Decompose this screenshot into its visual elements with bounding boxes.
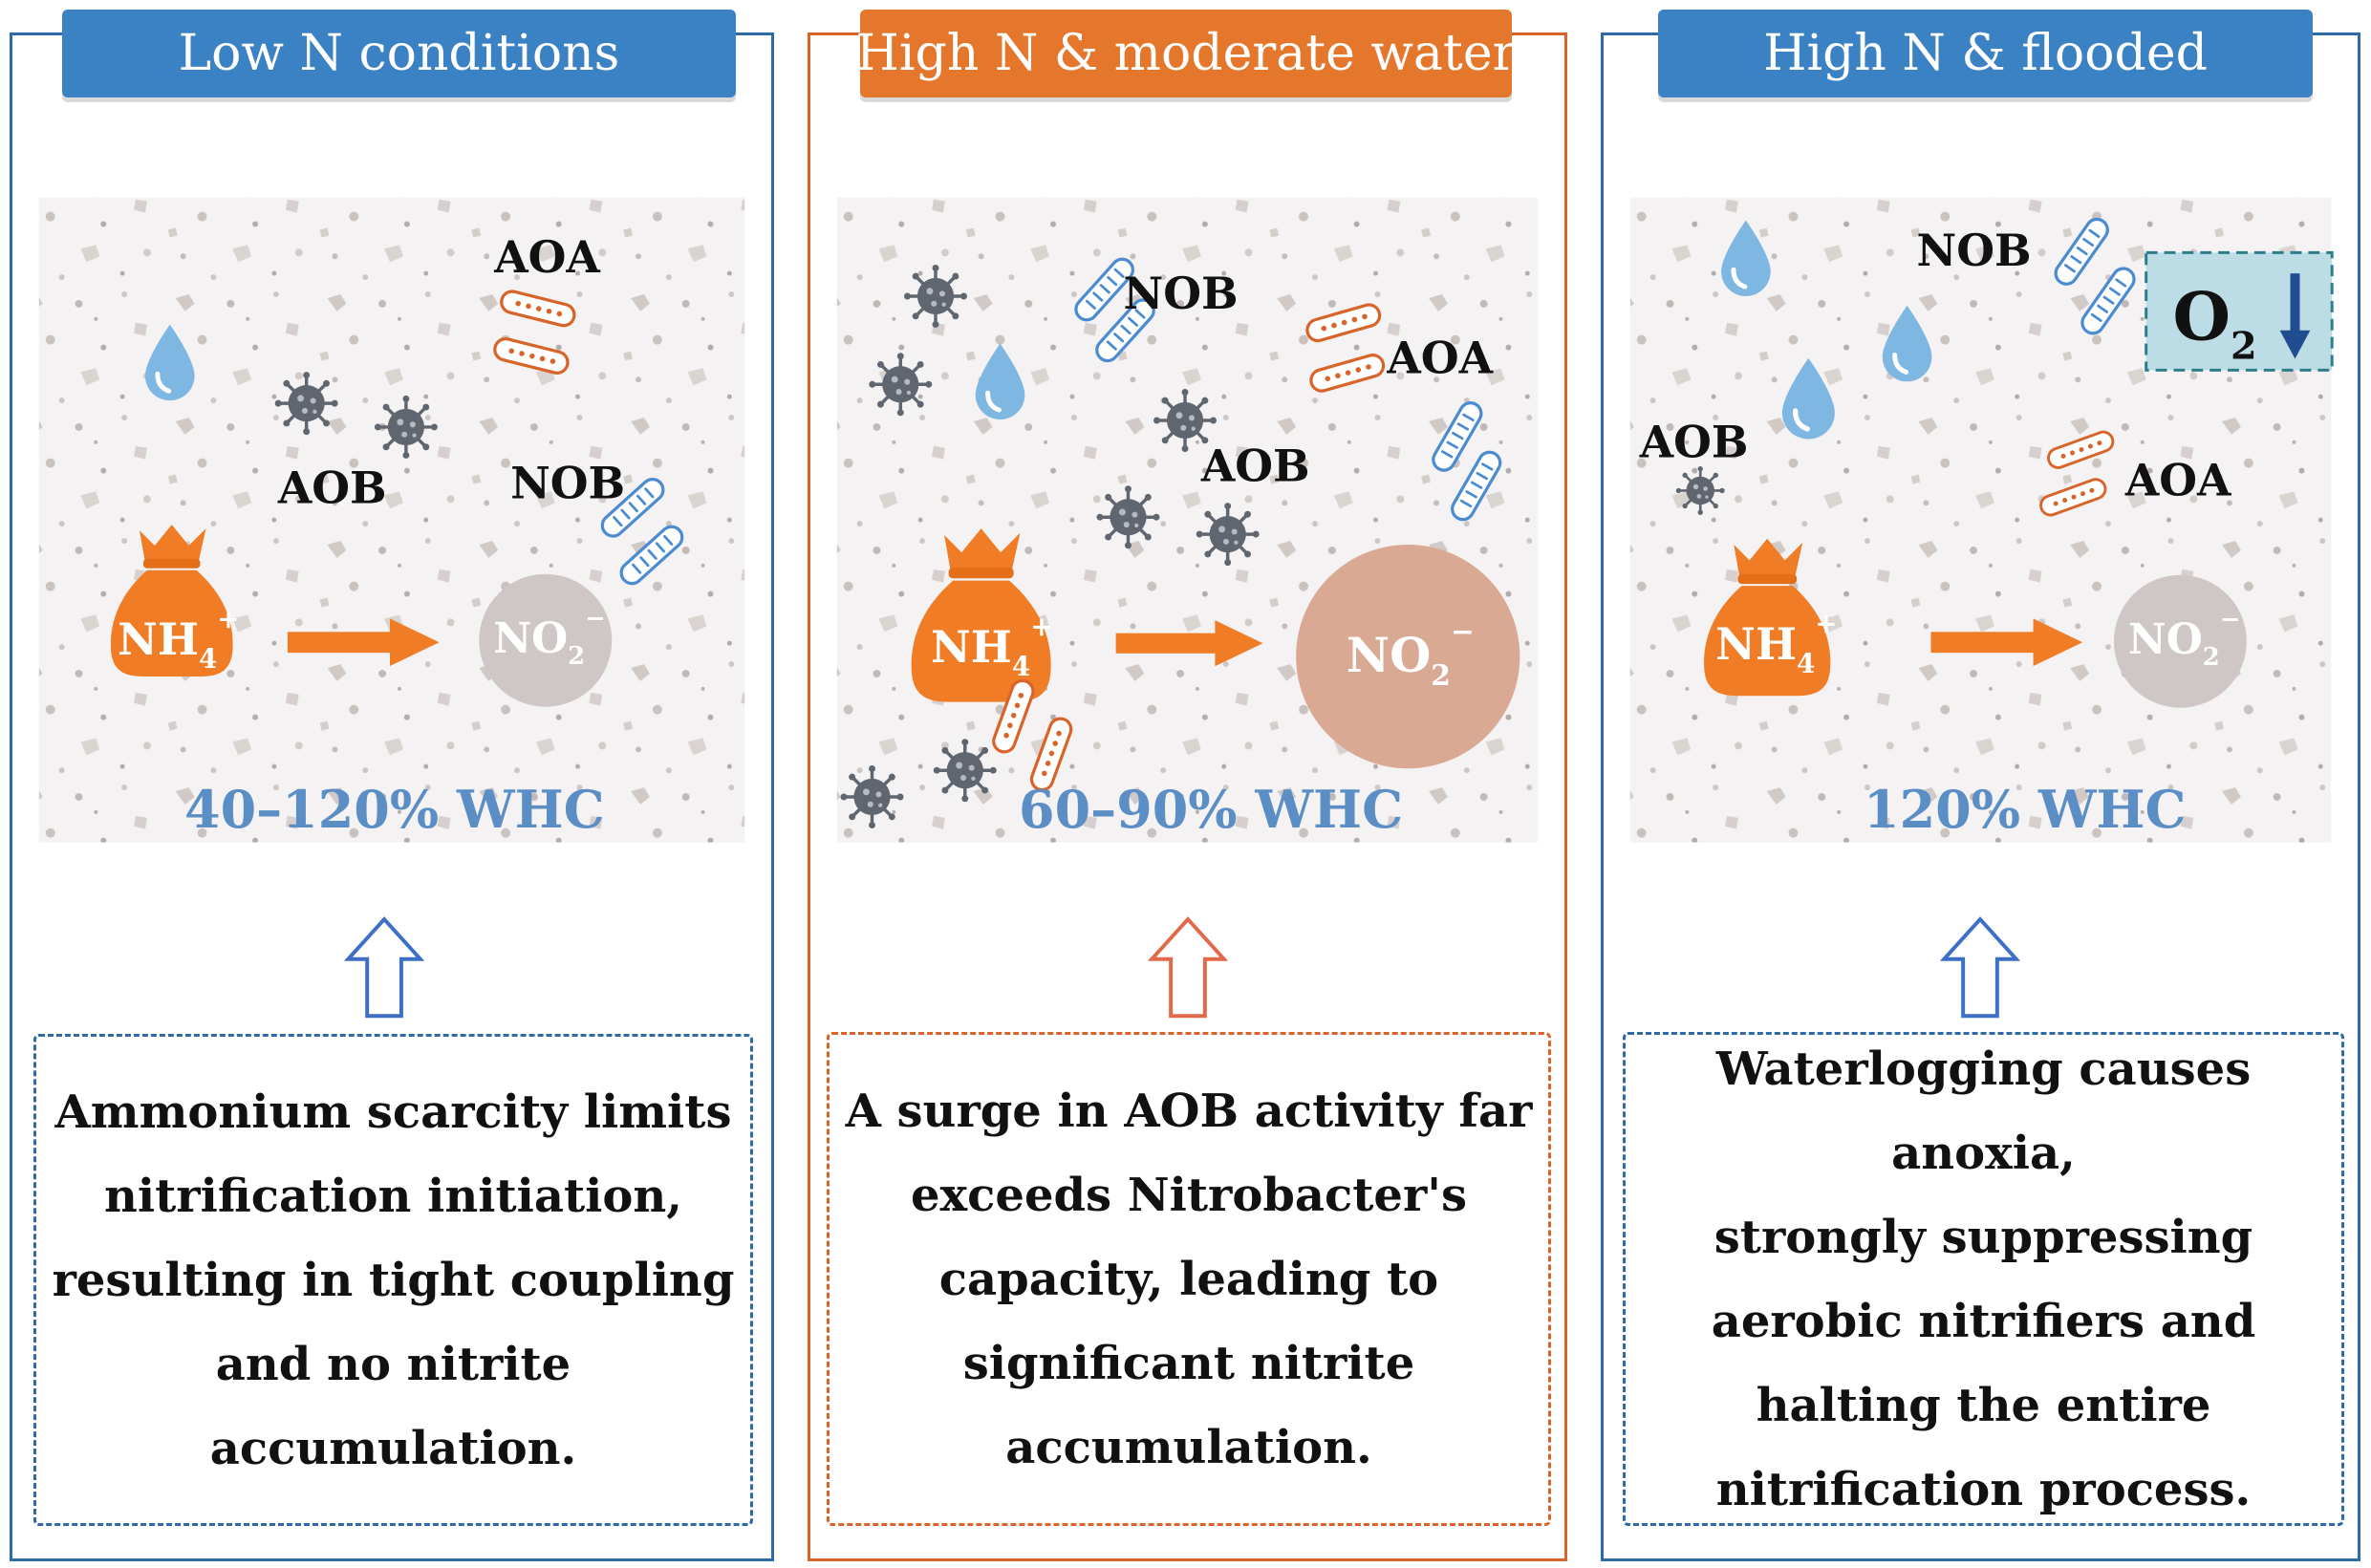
nitrite-label: NO2−: [1347, 615, 1475, 693]
description-box: A surge in AOB activity far exceeds Nitr…: [827, 1032, 1551, 1526]
nitrite-label: NO2−: [2128, 605, 2241, 672]
arrow-up-outline-icon: [1942, 917, 2018, 1019]
panel-high-n-moderate-scene: NOB AOA AOB NH4+ NO2−: [836, 197, 1539, 1019]
oxygen-label: O2: [2172, 279, 2256, 369]
description-text: Ammonium scarcity limits nitrification i…: [52, 1085, 735, 1475]
virus-icon: [902, 263, 969, 330]
aoa-label: AOA: [2124, 454, 2231, 505]
ammonium-label: NH4+: [931, 611, 1052, 682]
virus-icon: [1674, 464, 1727, 517]
panel-high-n-flooded: NOB O2 AOB AOA NH4+ NO2− 120% WHC Waterl…: [1601, 32, 2360, 1561]
panel-header-low-n: Low N conditions: [62, 10, 736, 97]
panel-header-high-n-flooded: High N & flooded: [1658, 10, 2313, 97]
virus-icon: [867, 351, 935, 419]
virus-icon: [373, 394, 440, 461]
nitrite-circle: [2113, 574, 2247, 708]
whc-label: 60–90% WHC: [1019, 779, 1404, 840]
arrow-up-outline-icon: [1150, 917, 1226, 1019]
whc-label: 120% WHC: [1864, 779, 2187, 840]
aoa-label: AOA: [1386, 332, 1493, 383]
soil-background: [38, 197, 745, 843]
virus-icon: [272, 370, 340, 437]
description-text: A surge in AOB activity far exceeds Nitr…: [845, 1084, 1533, 1474]
nob-label: NOB: [1917, 225, 2032, 276]
oxygen-box: [2145, 250, 2334, 372]
nitrite-label: NO2−: [493, 604, 606, 671]
virus-icon: [932, 737, 999, 804]
aob-label: AOB: [1200, 440, 1310, 492]
description-box: Ammonium scarcity limits nitrification i…: [33, 1034, 753, 1526]
arrow-up-outline-icon: [346, 917, 422, 1019]
virus-icon: [1094, 483, 1162, 550]
nob-label: NOB: [1124, 268, 1239, 319]
whc-label: 40–120% WHC: [184, 779, 605, 840]
description-box: Waterlogging causes anoxia, strongly sup…: [1623, 1032, 2344, 1526]
nitrite-circle: [1296, 545, 1520, 769]
panel-header-high-n-moderate: High N & moderate water: [856, 10, 1516, 97]
nitrite-circle: [479, 573, 613, 707]
description-text: Waterlogging causes anoxia, strongly sup…: [1711, 1042, 2256, 1516]
panel-high-n-flooded-scene: NOB O2 AOB AOA NH4+ NO2−: [1629, 197, 2334, 1019]
panel-low-n: AOA AOB NOB NH4+ NO2− 40–120% WHC Ammoni…: [10, 32, 774, 1561]
ammonium-label: NH4+: [118, 603, 239, 675]
ammonium-label: NH4+: [1715, 608, 1837, 679]
aoa-label: AOA: [493, 231, 600, 283]
virus-icon: [1194, 501, 1261, 568]
panel-high-n-moderate: NOB AOA AOB NH4+ NO2− 60–90% WHC A surge…: [808, 32, 1567, 1561]
panel-low-n-scene: AOA AOB NOB NH4+ NO2−: [38, 197, 745, 1019]
aob-label: AOB: [1639, 417, 1749, 468]
aob-label: AOB: [277, 462, 387, 513]
virus-icon: [838, 763, 906, 830]
arrow-down-icon: [2279, 273, 2311, 359]
nob-label: NOB: [510, 457, 625, 508]
